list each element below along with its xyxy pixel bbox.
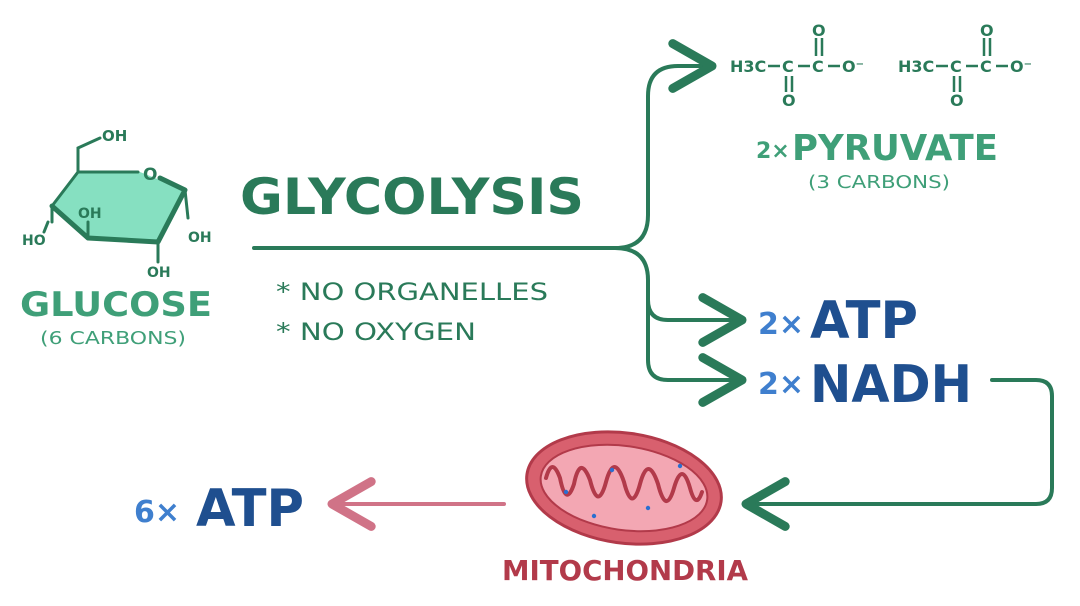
glycolysis-arrows [252, 39, 747, 407]
pyruvate-1-carbon-b: C [812, 57, 824, 76]
note-no-oxygen: * NO OXYGEN [276, 318, 476, 346]
glucose-oh-bottom: OH [147, 265, 171, 281]
glucose-oh-right: OH [188, 230, 212, 246]
pyruvate-2-carbon-a: C [950, 57, 962, 76]
pyruvate-2-carbon-b: C [980, 57, 992, 76]
nadh-multiplier: 2× [758, 367, 804, 402]
glucose-carbons-label: (6 CARBONS) [40, 328, 186, 349]
atp-product: ATP [810, 291, 918, 351]
pyruvate-structure-2: H3C C C O⁻ O O [898, 21, 1032, 110]
glucose-oh-top: OH [102, 127, 127, 145]
atp-multiplier: 2× [758, 307, 804, 342]
pyruvate-1-o-minus: O⁻ [842, 57, 864, 76]
pyruvate-carbons-label: (3 CARBONS) [808, 172, 950, 193]
note-no-organelles: * NO ORGANELLES [276, 278, 548, 306]
pyruvate-2-o-minus: O⁻ [1010, 57, 1032, 76]
pyruvate-2-h3c: H3C [898, 57, 934, 76]
arrow-nadh-to-mitochondria [741, 378, 1054, 531]
glucose-ring-oxygen: O [143, 165, 157, 185]
mitochondria-label: MITOCHONDRIA [502, 554, 748, 587]
glucose-ho-left: HO [22, 233, 46, 249]
pyruvate-multiplier: 2× [756, 139, 790, 164]
pyruvate-1-h3c: H3C [730, 57, 766, 76]
pyruvate-1-o-top: O [812, 21, 826, 40]
pyruvate-structure-1: H3C C C O⁻ O O [730, 21, 864, 110]
glucose-oh-inner: OH [78, 206, 102, 222]
pyruvate-label: PYRUVATE [792, 128, 998, 169]
glucose-label: GLUCOSE [20, 285, 212, 325]
glucose-structure: OH O OH HO OH OH [22, 127, 212, 281]
pyruvate-1-carbon-a: C [782, 57, 794, 76]
result-multiplier: 6× [134, 495, 180, 530]
nadh-product: NADH [810, 355, 972, 415]
glycolysis-title: GLYCOLYSIS [240, 168, 584, 226]
pyruvate-1-o-bottom: O [782, 91, 796, 110]
pyruvate-2-o-bottom: O [950, 91, 964, 110]
arrow-to-atp [613, 246, 747, 347]
mitochondria-icon [525, 430, 723, 546]
arrow-to-pyruvate [252, 39, 717, 250]
arrow-to-nadh [646, 298, 747, 407]
result-atp: ATP [196, 479, 304, 539]
pyruvate-2-o-top: O [980, 21, 994, 40]
